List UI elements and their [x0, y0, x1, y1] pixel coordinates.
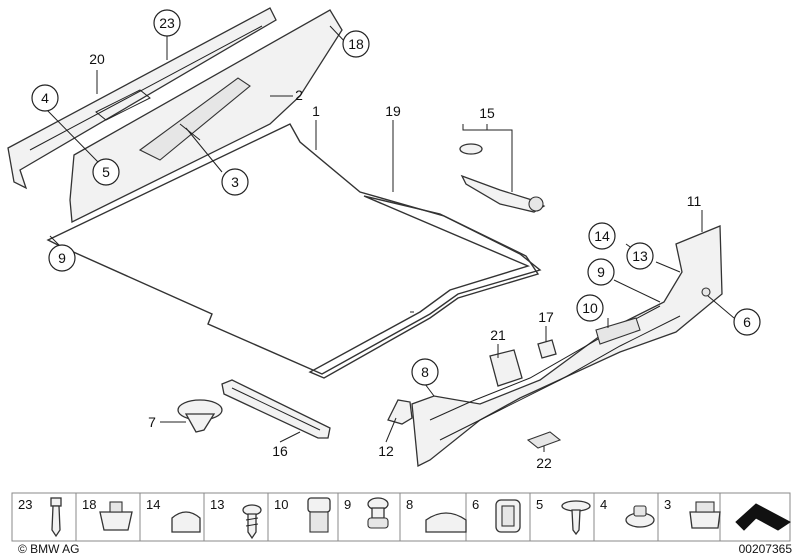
callout-13: 13 — [626, 242, 654, 270]
label-1: 1 — [312, 103, 320, 119]
strip-label-5: 5 — [536, 497, 543, 512]
callout-23: 23 — [153, 9, 181, 37]
svg-text:5: 5 — [102, 164, 110, 180]
svg-text:3: 3 — [231, 174, 239, 190]
label-12: 12 — [378, 443, 394, 459]
copyright-text: © BMW AG — [18, 542, 80, 556]
label-22: 22 — [536, 455, 552, 471]
strip-label-9: 9 — [344, 497, 351, 512]
callout-3: 3 — [221, 168, 249, 196]
part-7-rivet — [177, 399, 223, 433]
strip-label-4: 4 — [600, 497, 607, 512]
part-15-strap-with-cap — [459, 143, 546, 213]
callout-10: 10 — [576, 294, 604, 322]
callout-8: 8 — [411, 358, 439, 386]
callout-18: 18 — [342, 30, 370, 58]
strip-label-23: 23 — [18, 497, 32, 512]
svg-text:8: 8 — [421, 364, 429, 380]
label-21: 21 — [490, 327, 506, 343]
label-17: 17 — [538, 309, 554, 325]
svg-text:18: 18 — [348, 36, 364, 52]
strip-label-8: 8 — [406, 497, 413, 512]
part-16-rail — [221, 379, 331, 439]
fastener-10-icon — [307, 497, 331, 533]
svg-text:10: 10 — [582, 300, 598, 316]
svg-text:14: 14 — [594, 228, 610, 244]
strip-label-6: 6 — [472, 497, 479, 512]
svg-text:6: 6 — [743, 314, 751, 330]
fastener-13-icon — [242, 504, 262, 540]
part-22-pad — [526, 431, 562, 449]
label-7: 7 — [148, 414, 156, 430]
strip-label-13: 13 — [210, 497, 224, 512]
part-8-11-rear-trim-panel — [411, 225, 723, 468]
image-number: 00207365 — [739, 542, 793, 556]
svg-text:9: 9 — [58, 250, 66, 266]
fastener-5-icon — [561, 500, 591, 536]
parts-strip: 23 18 14 13 10 9 8 6 5 4 3 — [11, 492, 791, 542]
callout-5: 5 — [92, 158, 120, 186]
fastener-18-icon — [99, 501, 133, 531]
svg-text:4: 4 — [41, 90, 49, 106]
label-11: 11 — [687, 193, 702, 209]
part-12-bracket — [387, 399, 413, 425]
callout-9-left: 9 — [48, 244, 76, 272]
fastener-6-icon — [495, 499, 521, 533]
label-19: 19 — [385, 103, 401, 119]
callout-14: 14 — [588, 222, 616, 250]
part-21-clip — [489, 349, 523, 387]
label-20: 20 — [89, 51, 105, 67]
strip-label-14: 14 — [146, 497, 160, 512]
part-20-shelf-trim-strip — [7, 7, 277, 190]
part-17-clip — [537, 339, 557, 359]
label-16: 16 — [272, 443, 288, 459]
leader-lines — [44, 25, 735, 452]
fastener-8-icon — [425, 512, 467, 533]
fastener-14-icon — [171, 511, 201, 533]
fastener-4-icon — [625, 505, 655, 528]
fastener-3-icon — [689, 501, 721, 529]
label-15: 15 — [479, 105, 495, 121]
svg-text:9: 9 — [597, 264, 605, 280]
fastener-9-icon — [367, 497, 389, 529]
direction-arrow-icon — [735, 503, 791, 531]
callout-4: 4 — [31, 84, 59, 112]
part-19-side-carpet — [308, 195, 540, 379]
strip-label-18: 18 — [82, 497, 96, 512]
part-2-parcel-shelf — [69, 9, 343, 224]
callout-6: 6 — [733, 308, 761, 336]
svg-text:13: 13 — [632, 248, 648, 264]
strip-label-3: 3 — [664, 497, 671, 512]
strip-label-10: 10 — [274, 497, 288, 512]
part-1-floor-carpet — [46, 123, 542, 375]
fastener-23-icon — [50, 497, 62, 538]
svg-text:23: 23 — [159, 15, 175, 31]
callout-9-right: 9 — [587, 258, 615, 286]
label-2: 2 — [295, 87, 303, 103]
